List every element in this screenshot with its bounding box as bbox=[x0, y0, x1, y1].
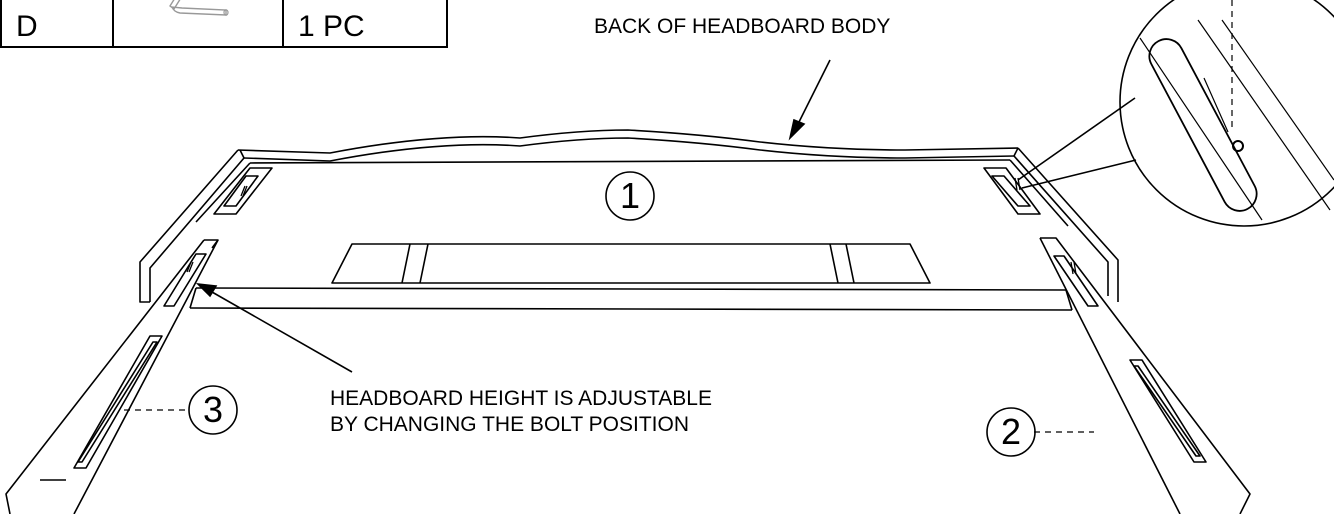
headboard-bottom-panel bbox=[195, 287, 1067, 291]
part-2-circle bbox=[986, 407, 1036, 457]
allen-wrench-icon bbox=[169, 0, 229, 16]
part-1-circle bbox=[605, 171, 655, 221]
right-upper-bracket bbox=[983, 167, 1041, 215]
center-cleat bbox=[331, 243, 931, 284]
part-3-number: 3 bbox=[202, 389, 224, 430]
left-upper-bracket bbox=[213, 167, 273, 215]
headboard-right-edge bbox=[1017, 147, 1119, 302]
headboard-left-edge bbox=[139, 149, 239, 303]
right-leg bbox=[1040, 237, 1251, 514]
parts-table: D 1 PC bbox=[0, 0, 448, 48]
adjustable-note-line2: BY CHANGING THE BOLT POSITION bbox=[330, 413, 690, 436]
adjustable-note-line1: HEADBOARD HEIGHT IS ADJUSTABLE bbox=[330, 387, 712, 410]
part-letter: D bbox=[0, 0, 114, 48]
part-3-circle bbox=[188, 385, 238, 435]
parts-row: D 1 PC bbox=[0, 0, 448, 48]
part-icon-cell bbox=[112, 0, 284, 48]
adjustable-note: HEADBOARD HEIGHT IS ADJUSTABLE BY CHANGI… bbox=[330, 386, 712, 438]
part-1-number: 1 bbox=[619, 175, 641, 216]
headboard-top-inner bbox=[243, 137, 1015, 162]
headboard-top-outer bbox=[237, 129, 1019, 154]
back-of-headboard-label: BACK OF HEADBOARD BODY bbox=[594, 15, 891, 38]
part-2-number: 2 bbox=[1000, 411, 1022, 452]
detail-magnifier bbox=[1017, 0, 1334, 227]
part-quantity: 1 PC bbox=[282, 0, 448, 48]
